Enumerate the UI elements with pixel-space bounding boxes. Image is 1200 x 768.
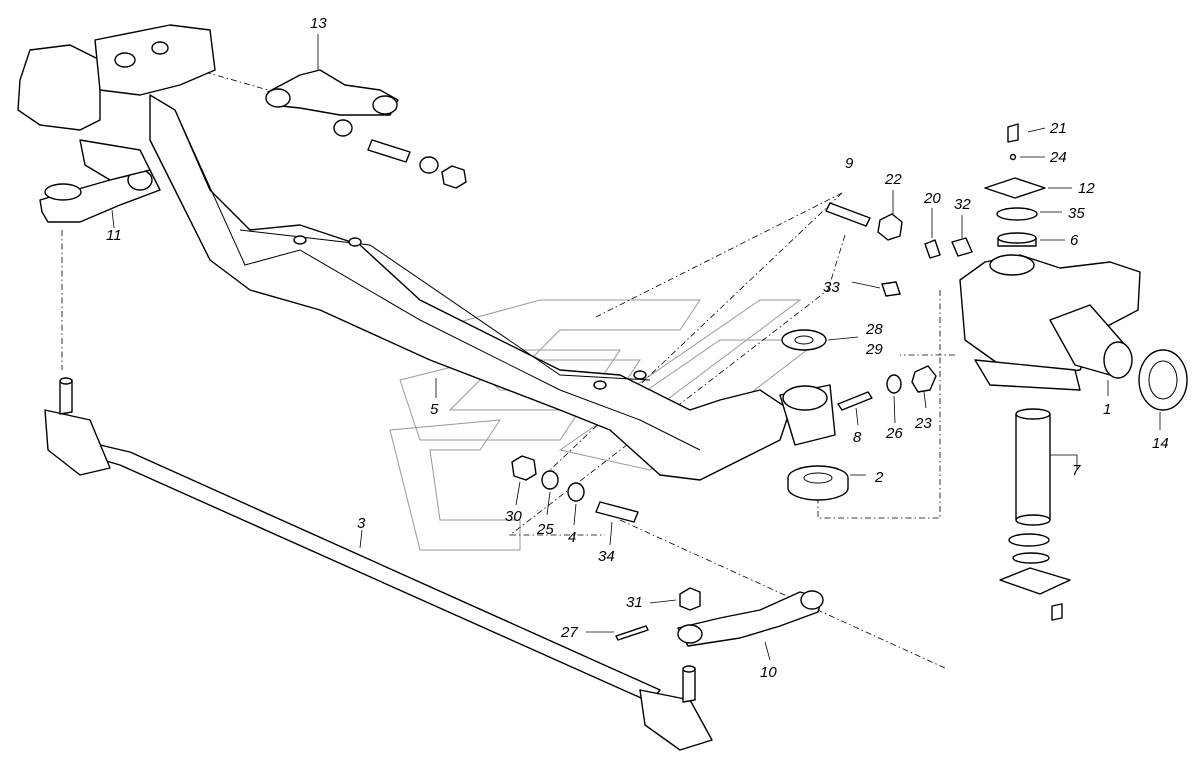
callout-22: 22 xyxy=(885,171,902,188)
callout-30: 30 xyxy=(505,508,522,525)
callout-14: 14 xyxy=(1152,435,1169,452)
callout-24: 24 xyxy=(1050,149,1067,166)
callout-35: 35 xyxy=(1068,205,1085,222)
callout-leader-lines xyxy=(111,34,1161,661)
callout-6: 6 xyxy=(1070,232,1079,249)
callout-10: 10 xyxy=(760,664,777,681)
callout-25: 25 xyxy=(537,521,554,538)
tie-rod-arm-fasteners xyxy=(511,455,639,523)
kingpin-cotter-hardware xyxy=(825,202,973,297)
kingpin-top-cover-assembly xyxy=(984,123,1046,247)
callout-31: 31 xyxy=(626,594,643,611)
callout-4: 4 xyxy=(568,529,577,546)
callout-23: 23 xyxy=(915,415,932,432)
part-31-castle-nut xyxy=(679,587,701,611)
part-3-tie-rod xyxy=(44,377,713,751)
part-13-steering-arm xyxy=(265,69,399,116)
callout-29: 29 xyxy=(866,341,883,358)
part-2-thrust-bearing xyxy=(787,465,849,501)
callout-11: 11 xyxy=(106,227,122,244)
shim-and-wedge-pin xyxy=(781,329,937,411)
callout-20: 20 xyxy=(924,190,941,207)
callout-3: 3 xyxy=(357,515,366,532)
part-7-kingpin xyxy=(1015,408,1051,526)
part-5-front-axle-beam xyxy=(94,24,836,481)
callout-5: 5 xyxy=(430,401,439,418)
callout-8: 8 xyxy=(853,429,862,446)
callout-1: 1 xyxy=(1103,401,1112,418)
callout-7: 7 xyxy=(1072,462,1081,479)
callout-28: 28 xyxy=(866,321,883,338)
callout-34: 34 xyxy=(598,548,615,565)
callout-13: 13 xyxy=(310,15,327,32)
part-14-hub-seal xyxy=(1138,349,1188,411)
part-27-cotter-pin xyxy=(615,625,649,641)
arm-13-fasteners xyxy=(333,119,467,189)
callout-33: 33 xyxy=(823,279,840,296)
part-10-tie-rod-arm xyxy=(677,590,824,647)
part-1-right-steering-knuckle xyxy=(959,254,1141,391)
callout-26: 26 xyxy=(886,425,903,442)
callout-21: 21 xyxy=(1050,120,1067,137)
part-11-left-steering-knuckle xyxy=(17,44,161,223)
callout-32: 32 xyxy=(954,196,971,213)
callout-27: 27 xyxy=(561,624,578,641)
callout-12: 12 xyxy=(1078,180,1095,197)
callout-9: 9 xyxy=(845,155,854,172)
kingpin-bottom-cover xyxy=(999,533,1071,621)
callout-2: 2 xyxy=(875,469,884,486)
